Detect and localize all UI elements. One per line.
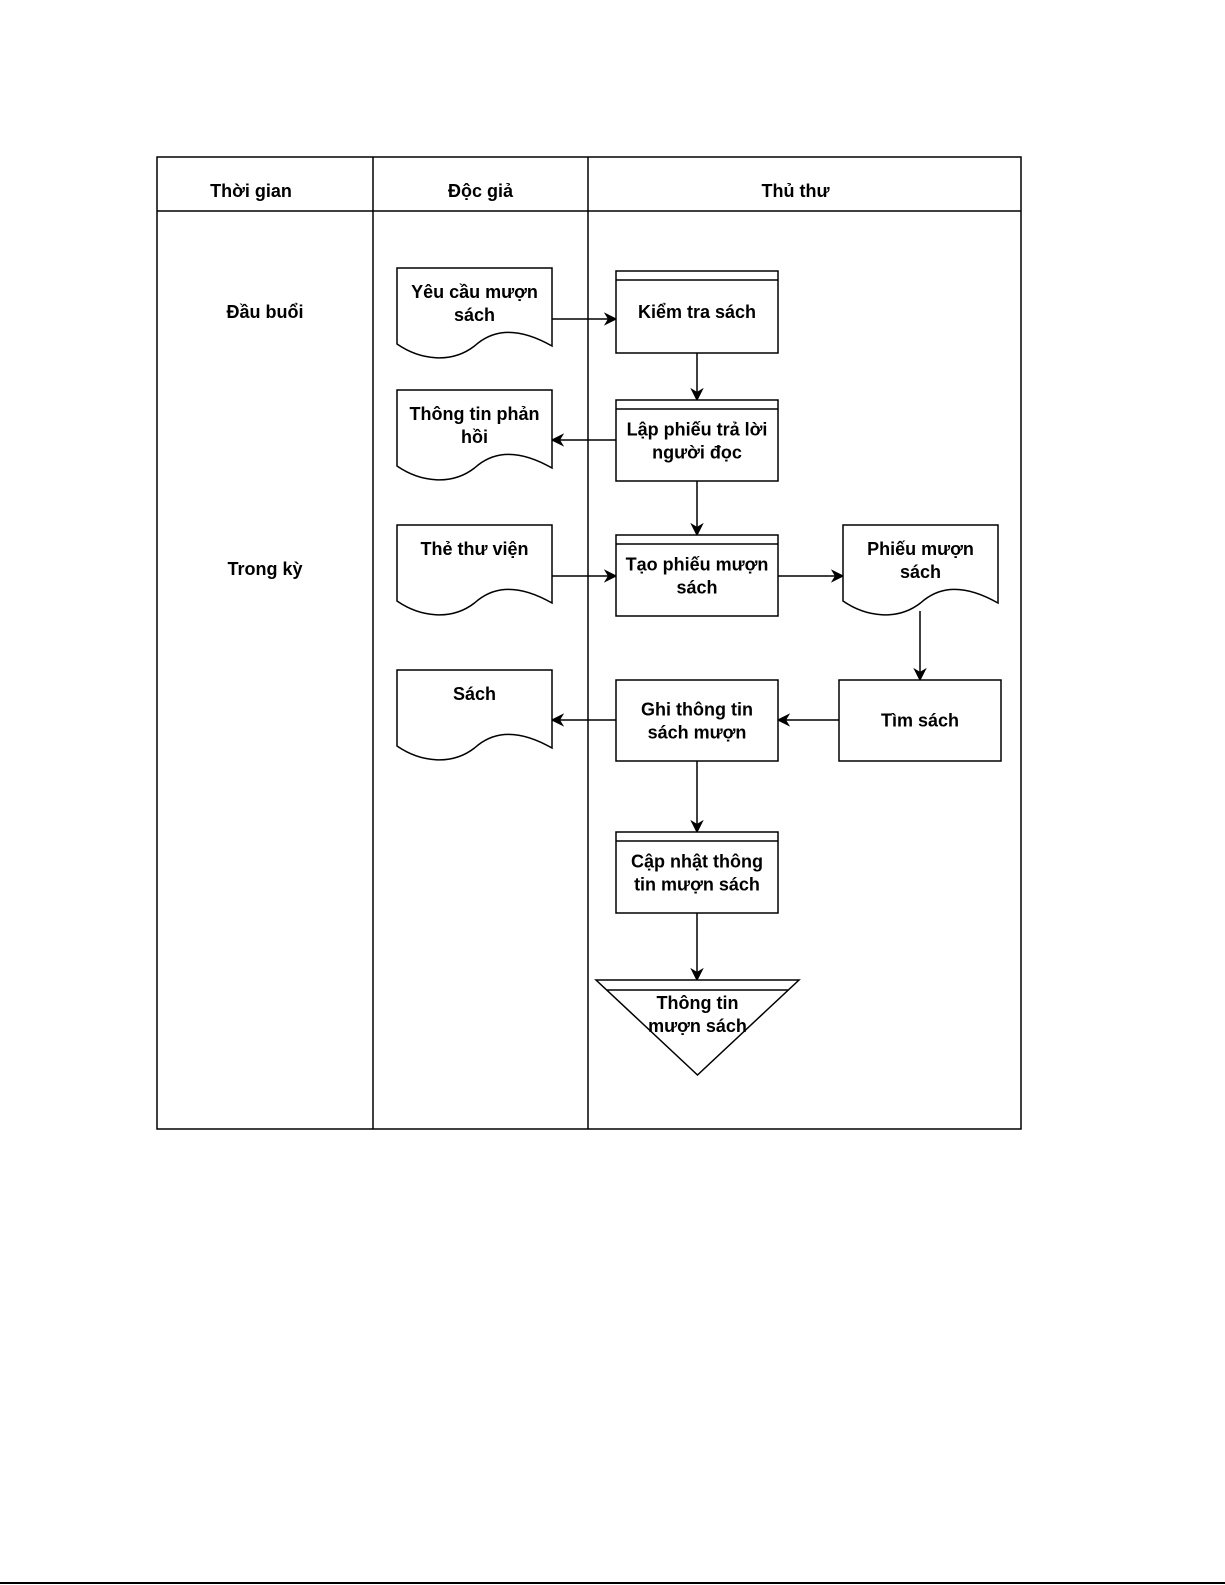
node-label: sách [454,305,495,325]
node-label: Yêu cầu mượn [411,282,538,302]
phase-start-label: Đầu buổi [227,302,304,322]
box-shape [615,679,779,762]
node-label: hồi [461,427,488,447]
document-shape [396,524,553,616]
node-label: sách mượn [648,723,747,743]
node-thong-tin-phan-hoi: Thông tin phản hồi [396,389,553,481]
node-label: sách [900,562,941,582]
document-shape [396,389,553,481]
lane-header-reader: Độc giả [448,181,514,201]
lane-header-time: Thời gian [210,181,292,201]
storage-shape [594,979,801,1077]
node-label: Thẻ thư viện [420,539,528,559]
node-the-thu-vien: Thẻ thư viện [396,524,553,616]
node-label: Sách [453,684,496,704]
node-label: tin mượn sách [634,875,760,895]
node-label: Thông tin [657,993,739,1013]
process-shape [615,534,779,617]
node-yeu-cau: Yêu cầu mượn sách [396,267,553,359]
document-shape [842,524,999,616]
phase-during-label: Trong kỳ [227,559,302,579]
document-shape [396,669,553,761]
node-tim-sach: Tìm sách [838,679,1002,762]
node-phieu-muon: Phiếu mượn sách [842,524,999,616]
node-kiem-tra: Kiểm tra sách [615,270,779,354]
node-label: Phiếu mượn [867,539,974,559]
box-shape [838,679,1002,762]
process-shape [615,831,779,914]
node-tao-phieu: Tạo phiếu mượn sách [615,534,779,617]
process-shape [615,270,779,354]
node-cap-nhat: Cập nhật thông tin mượn sách [615,831,779,914]
node-label: Thông tin phản [410,404,540,424]
node-label: Tìm sách [881,711,959,731]
lane-header-librarian: Thủ thư [761,181,830,201]
node-label: Tạo phiếu mượn [626,555,769,575]
document-shape [396,267,553,359]
node-sach: Sách [396,669,553,761]
edges [550,312,927,982]
node-ghi-thong-tin: Ghi thông tin sách mượn [615,679,779,762]
node-label: Cập nhật thông [631,852,763,872]
page-bottom-rule [0,1582,1225,1584]
node-label: sách [676,578,717,598]
node-luu-tru: Thông tin mượn sách [594,979,801,1077]
node-lap-phieu: Lập phiếu trả lời người đọc [615,399,779,482]
node-label: người đọc [652,443,742,463]
node-label: mượn sách [648,1016,747,1036]
node-label: Kiểm tra sách [638,302,756,322]
node-label: Ghi thông tin [641,700,753,720]
node-label: Lập phiếu trả lời [627,420,768,440]
process-shape [615,399,779,482]
